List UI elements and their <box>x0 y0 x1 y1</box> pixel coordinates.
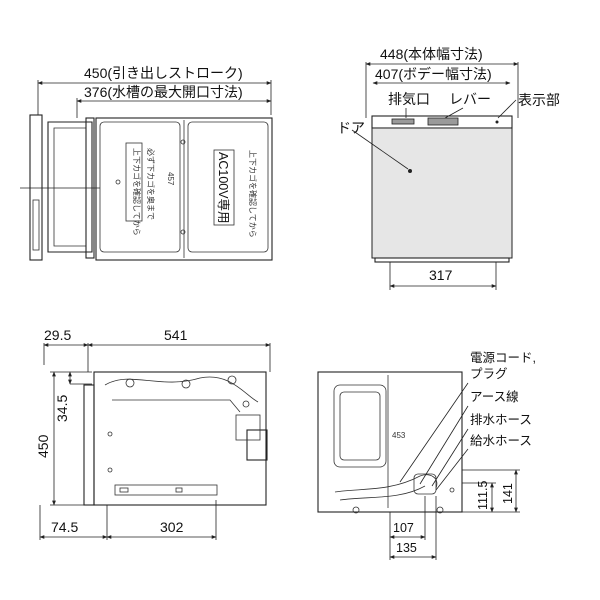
dim-141-label: 141 <box>501 483 515 504</box>
mount-hole <box>125 378 135 388</box>
leader-door <box>351 129 409 170</box>
drain-label: 排水ホース <box>470 413 532 427</box>
leader-display <box>497 99 517 119</box>
door-marker <box>408 169 412 173</box>
bottom-slot <box>114 484 218 496</box>
warning-plate <box>125 142 143 222</box>
dim-body-width-label: 448(本体幅寸法) <box>380 46 483 62</box>
drawer-tub <box>47 121 93 253</box>
screw <box>449 487 455 493</box>
rear-access-panel <box>333 384 387 468</box>
dim-107-label: 107 <box>393 521 414 535</box>
dim-door-width-label: 407(ボデー幅寸法) <box>375 66 492 82</box>
screw <box>107 431 113 437</box>
display-label: 表示部 <box>518 92 560 108</box>
foot <box>436 506 444 514</box>
rear-bracket <box>246 429 268 461</box>
side-frame <box>112 399 241 413</box>
power-label: 電源コード, <box>470 351 536 365</box>
voltage-plate <box>213 149 235 226</box>
foot <box>352 506 360 514</box>
mount-hole <box>227 375 237 385</box>
plinth <box>374 257 510 263</box>
dim-450-label: 450 <box>35 434 51 458</box>
dim-74-5-label: 74.5 <box>51 519 78 535</box>
leader-earth <box>419 405 469 485</box>
leader-drain <box>431 428 469 487</box>
hose-connector <box>413 473 437 495</box>
screw <box>115 179 121 185</box>
rear-access-inner <box>339 391 381 461</box>
rear-view: 453 電源コード, プラグ アース線 排水ホース 給水ホース 111.5 14… <box>317 351 536 560</box>
lever-label: レバー <box>449 91 491 107</box>
side-panel <box>93 371 267 506</box>
left-compartment <box>99 121 181 253</box>
earth-label: アース線 <box>470 389 519 404</box>
lever <box>427 117 459 126</box>
plate-text-3: 必ず下カゴを奥まで <box>146 148 156 220</box>
dim-541-label: 541 <box>164 327 188 343</box>
exhaust-label: 排気口 <box>388 91 430 107</box>
screw <box>107 467 113 473</box>
plate-text-2: 上下カゴを確認してから <box>132 148 142 236</box>
supply-label: 給水ホース <box>470 434 532 448</box>
hose-route <box>334 474 438 493</box>
plate-text-1: AC100V専用 <box>216 152 230 224</box>
leader-power <box>399 382 469 483</box>
dim-34-5-label: 34.5 <box>54 395 70 422</box>
dim-302-label: 302 <box>160 519 184 535</box>
door-panel <box>371 127 513 259</box>
rear-plate-num: 453 <box>392 431 406 440</box>
front-view: 448(本体幅寸法) 407(ボデー幅寸法) 排気口 レバー 表示部 ドア 31… <box>337 46 560 290</box>
hose-route-2 <box>339 485 426 501</box>
plate-text-side: 上下カゴを確認してから <box>248 150 258 238</box>
plug-label: プラグ <box>470 367 508 381</box>
right-compartment <box>187 121 269 253</box>
mount-hole <box>242 400 250 408</box>
screw <box>180 139 186 145</box>
front-door-edge <box>83 384 95 506</box>
dim-opening-label: 376(水槽の最大開口寸法) <box>84 84 243 100</box>
leader-supply <box>435 448 469 491</box>
top-plan-view: 450(引き出しストローク) 376(水槽の最大開口寸法) 上下カゴを確認してか… <box>20 65 273 261</box>
rear-block <box>235 414 261 441</box>
door-label: ドア <box>337 120 365 136</box>
side-view: 29.5 541 450 34.5 74.5 302 <box>35 327 271 540</box>
slot-detail <box>119 487 129 493</box>
dim-111-5-label: 111.5 <box>476 481 490 510</box>
slot-detail <box>175 487 183 493</box>
drawer-rail-left <box>29 114 43 261</box>
plate-num: 457 <box>166 172 175 186</box>
screw <box>180 229 186 235</box>
body-outline <box>95 117 273 261</box>
mount-hole <box>181 379 191 389</box>
drawer-front-edge <box>85 117 95 259</box>
dim-29-5-label: 29.5 <box>44 327 71 343</box>
drawer-tub-inner <box>53 127 87 247</box>
exhaust-vent <box>391 118 415 125</box>
rail-detail <box>32 199 40 251</box>
side-pipe <box>104 376 259 403</box>
dim-stroke-label: 450(引き出しストローク) <box>84 65 243 81</box>
dim-135-label: 135 <box>396 541 417 555</box>
dim-bottom-label: 317 <box>429 267 453 283</box>
display-indicator <box>495 120 499 124</box>
